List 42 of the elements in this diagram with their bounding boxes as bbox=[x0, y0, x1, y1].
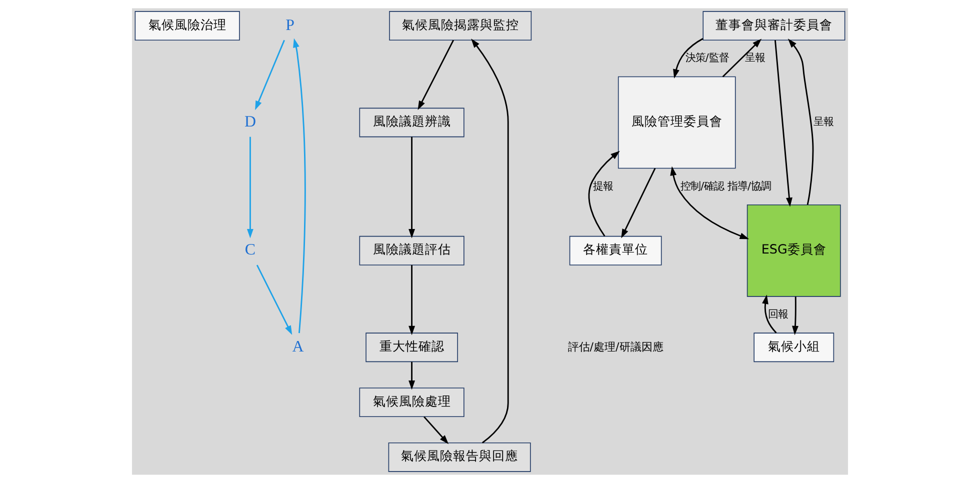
arrow bbox=[471, 38, 509, 444]
node-box: 風險議題評估 bbox=[359, 236, 464, 266]
node-text: C bbox=[244, 242, 256, 259]
arrow bbox=[418, 40, 454, 110]
node-box: 氣候風險處理 bbox=[359, 388, 464, 418]
arrow bbox=[293, 38, 306, 334]
arrow bbox=[408, 362, 416, 390]
arrow bbox=[408, 136, 416, 238]
label: 評估/處理/研議因應 bbox=[568, 340, 664, 354]
node-text: A bbox=[292, 338, 304, 356]
arrow bbox=[788, 38, 814, 205]
arrow bbox=[722, 38, 762, 78]
arrow bbox=[408, 265, 416, 336]
edge-label: 控制/確認 指導/協調 bbox=[680, 180, 771, 192]
node-box: 各權責單位 bbox=[569, 236, 662, 266]
node-box: ESG委員會 bbox=[746, 204, 841, 297]
arrow bbox=[792, 296, 798, 336]
edge-label: 提報 bbox=[592, 180, 613, 192]
arrow bbox=[255, 40, 285, 110]
node-box: 氣候風險治理 bbox=[134, 11, 240, 41]
node-text: D bbox=[244, 113, 256, 130]
arrow bbox=[670, 166, 750, 240]
edge-label: 呈報 bbox=[813, 116, 834, 128]
node-box: 氣候風險報告與回應 bbox=[388, 442, 531, 472]
arrow bbox=[621, 168, 656, 238]
node-box: 風險管理委員會 bbox=[618, 76, 736, 169]
node-box: 氣候小組 bbox=[754, 332, 834, 362]
arrow bbox=[762, 294, 777, 334]
edge-label: 決策/監督 bbox=[685, 52, 729, 64]
edge-label: 回報 bbox=[768, 308, 788, 320]
arrow bbox=[424, 416, 449, 444]
node-box: 董事會與審計委員會 bbox=[702, 11, 846, 41]
arrow bbox=[588, 150, 620, 237]
node-box: 重大性確認 bbox=[366, 332, 458, 362]
node-box: 氣候風險揭露與監控 bbox=[389, 11, 532, 41]
arrow bbox=[246, 136, 254, 238]
node-box: 風險議題辨識 bbox=[359, 108, 464, 138]
arrow bbox=[774, 40, 792, 207]
edge-label: 呈報 bbox=[744, 52, 765, 64]
node-text: P bbox=[286, 16, 294, 34]
arrow bbox=[673, 38, 704, 79]
arrow bbox=[256, 264, 292, 335]
